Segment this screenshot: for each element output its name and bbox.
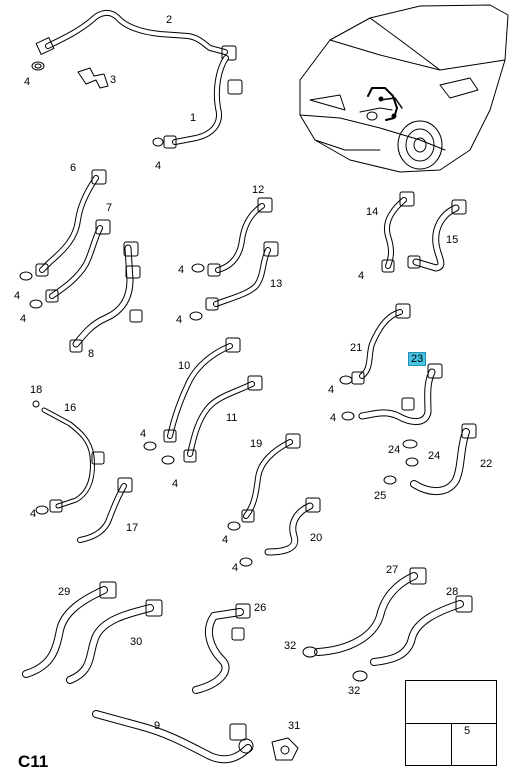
callout-4: 4: [222, 534, 229, 546]
part-6-hose: [35, 169, 107, 277]
part-26-hose: [192, 603, 251, 694]
callout-22: 22: [480, 458, 493, 470]
callout-27: 27: [386, 564, 399, 576]
callout-25: 25: [374, 490, 387, 502]
part-23-hose: [341, 363, 443, 425]
callout-4: 4: [178, 264, 185, 276]
part-22-hose: [383, 423, 477, 495]
part-14-hose: [381, 191, 415, 273]
callout-2: 2: [166, 14, 173, 26]
legend-top-cell: [406, 681, 496, 724]
callout-4: 4: [30, 508, 37, 520]
callout-8: 8: [88, 348, 95, 360]
callout-26: 26: [254, 602, 267, 614]
callout-4: 4: [232, 562, 239, 574]
car-illustration: [299, 4, 509, 173]
part-20-hose: [239, 497, 321, 567]
callout-12: 12: [252, 184, 265, 196]
callout-24: 24: [428, 450, 441, 462]
part-1-hose: [152, 55, 243, 149]
part-31-bracket: [271, 737, 299, 761]
legend-box: 5: [405, 680, 497, 766]
callout-32: 32: [284, 640, 297, 652]
callout-19: 19: [250, 438, 263, 450]
callout-20: 20: [310, 532, 323, 544]
legend-bottom-right-cell: 5: [452, 723, 496, 765]
callout-30: 30: [130, 636, 143, 648]
callout-1: 1: [190, 112, 197, 124]
callout-16: 16: [64, 402, 77, 414]
clamps-left: [19, 271, 43, 309]
part-12-hose: [191, 197, 273, 277]
callout-4: 4: [176, 314, 183, 326]
callout-29: 29: [58, 586, 71, 598]
callout-4: 4: [328, 384, 335, 396]
part-27-hose: [302, 567, 427, 658]
part-3-clip: [77, 67, 109, 89]
part-28-hose: [352, 595, 473, 682]
callout-21: 21: [350, 342, 363, 354]
legend-bottom-left-cell: [406, 723, 452, 765]
callout-4: 4: [172, 478, 179, 490]
callout-28: 28: [446, 586, 459, 598]
callout-10: 10: [178, 360, 191, 372]
part-15-hose: [407, 199, 467, 272]
legend-item-number: 5: [464, 725, 471, 737]
part-11-hose: [161, 375, 263, 465]
callout-4: 4: [140, 428, 147, 440]
callout-17: 17: [126, 522, 139, 534]
part-8-hose: [69, 241, 143, 353]
callout-13: 13: [270, 278, 283, 290]
callout-23-highlighted[interactable]: 23: [408, 352, 427, 366]
part-10-hose: [143, 337, 241, 451]
part-21-hose: [339, 303, 411, 385]
callout-4: 4: [330, 412, 337, 424]
callout-3: 3: [110, 74, 117, 86]
part-4-clamp: [31, 61, 45, 71]
callout-4: 4: [358, 270, 365, 282]
part-17-hose: [77, 477, 133, 543]
callout-11: 11: [226, 412, 238, 424]
part-7-hose: [45, 219, 111, 303]
part-13-hose: [189, 241, 279, 321]
callout-4: 4: [155, 160, 162, 172]
callout-4: 4: [14, 290, 21, 302]
callout-24: 24: [388, 444, 401, 456]
callout-9: 9: [154, 720, 161, 732]
part-2-hose: [35, 10, 237, 61]
callout-32: 32: [348, 685, 361, 697]
callout-18: 18: [30, 384, 43, 396]
callout-4: 4: [20, 313, 27, 325]
callout-31: 31: [288, 720, 301, 732]
part-29-hose: [22, 581, 117, 678]
callout-7: 7: [106, 202, 113, 214]
callout-14: 14: [366, 206, 379, 218]
callout-6: 6: [70, 162, 77, 174]
callout-4: 4: [24, 76, 31, 88]
section-code: C11: [18, 752, 49, 771]
part-19-hose: [227, 433, 301, 531]
callout-15: 15: [446, 234, 459, 246]
part-9-hose: [92, 710, 254, 764]
part-16-hose: [32, 400, 105, 515]
part-30-hose: [66, 599, 163, 684]
